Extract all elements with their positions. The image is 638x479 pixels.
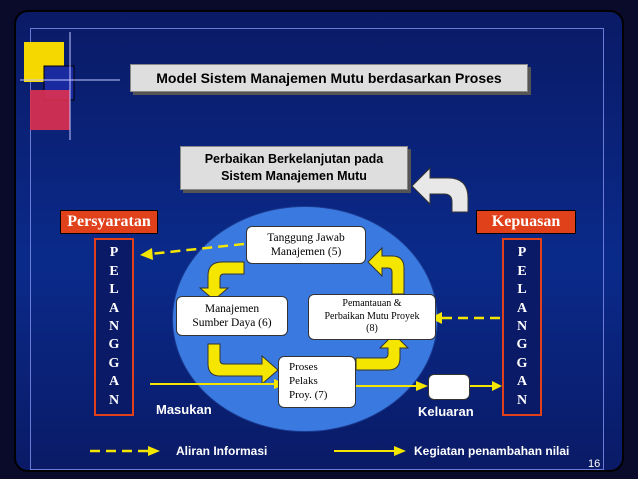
customer-letter: A <box>108 300 120 316</box>
continual-improvement-box: Perbaikan Berkelanjutan pada Sistem Mana… <box>180 146 408 190</box>
box-line: Pemantauan & <box>342 298 402 310</box>
box-line: Pelaks <box>289 375 318 388</box>
box-line: Manajemen <box>204 302 260 315</box>
improvement-line-2: Sistem Manajemen Mutu <box>221 169 367 183</box>
info-arrow-requirements <box>149 242 245 256</box>
box-line: Perbaikan Mutu Proyek <box>324 310 420 322</box>
customer-letter: P <box>517 245 527 261</box>
customer-letter: N <box>516 318 528 334</box>
slide-title: Model Sistem Manajemen Mutu berdasarkan … <box>130 64 528 92</box>
management-responsibility-box: Tanggung Jawab Manajemen (5) <box>246 226 366 264</box>
requirements-label: Persyaratan <box>60 210 158 234</box>
improvement-feedback-arrow <box>411 166 469 213</box>
box-line: (8) <box>366 323 378 335</box>
output-label: Keluaran <box>418 404 474 419</box>
customer-left: P E L A N G G A N <box>94 238 134 416</box>
measurement-improvement-box: Pemantauan & Perbaikan Mutu Proyek (8) <box>308 294 436 340</box>
customer-letter: L <box>109 282 119 298</box>
arrow-res-to-real <box>207 343 279 386</box>
customer-letter: E <box>517 263 527 279</box>
customer-letter: A <box>516 300 528 316</box>
customer-letter: G <box>108 355 120 371</box>
box-line: Manajemen (5) <box>270 246 342 258</box>
resource-management-box: Manajemen Sumber Daya (6) <box>176 296 288 336</box>
customer-letter: G <box>516 355 528 371</box>
box-line: Proses <box>289 361 318 374</box>
customer-letter: G <box>516 337 528 353</box>
customer-letter: L <box>517 282 527 298</box>
arrow-meas-to-resp <box>367 246 405 295</box>
legend-info-flow-label: Aliran Informasi <box>176 444 268 458</box>
customer-letter: N <box>108 318 120 334</box>
box-line: Tanggung Jawab <box>267 231 345 244</box>
arrow-real-to-meas <box>355 333 410 371</box>
customer-letter: N <box>108 392 120 408</box>
customer-letter: A <box>516 374 528 390</box>
improvement-line-1: Perbaikan Berkelanjutan pada <box>204 152 384 166</box>
customer-letter: P <box>109 245 119 261</box>
product-realization-box: Proses Pelaks Proy. (7) <box>278 356 356 408</box>
input-label: Masukan <box>156 402 212 417</box>
inner-frame <box>30 28 604 470</box>
box-line: Proy. (7) <box>289 388 328 401</box>
customer-letter: G <box>108 337 120 353</box>
output-box <box>428 374 470 400</box>
customer-letter: E <box>109 263 119 279</box>
customer-letter: N <box>516 392 528 408</box>
legend-value-adding-label: Kegiatan penambahan nilai <box>414 444 570 458</box>
box-line: Sumber Daya (6) <box>192 317 272 329</box>
satisfaction-label: Kepuasan <box>476 210 576 234</box>
slide-number: 16 <box>588 458 601 470</box>
customer-letter: A <box>108 374 120 390</box>
customer-right: P E L A N G G A N <box>502 238 542 416</box>
arrow-resp-to-res <box>198 261 245 301</box>
